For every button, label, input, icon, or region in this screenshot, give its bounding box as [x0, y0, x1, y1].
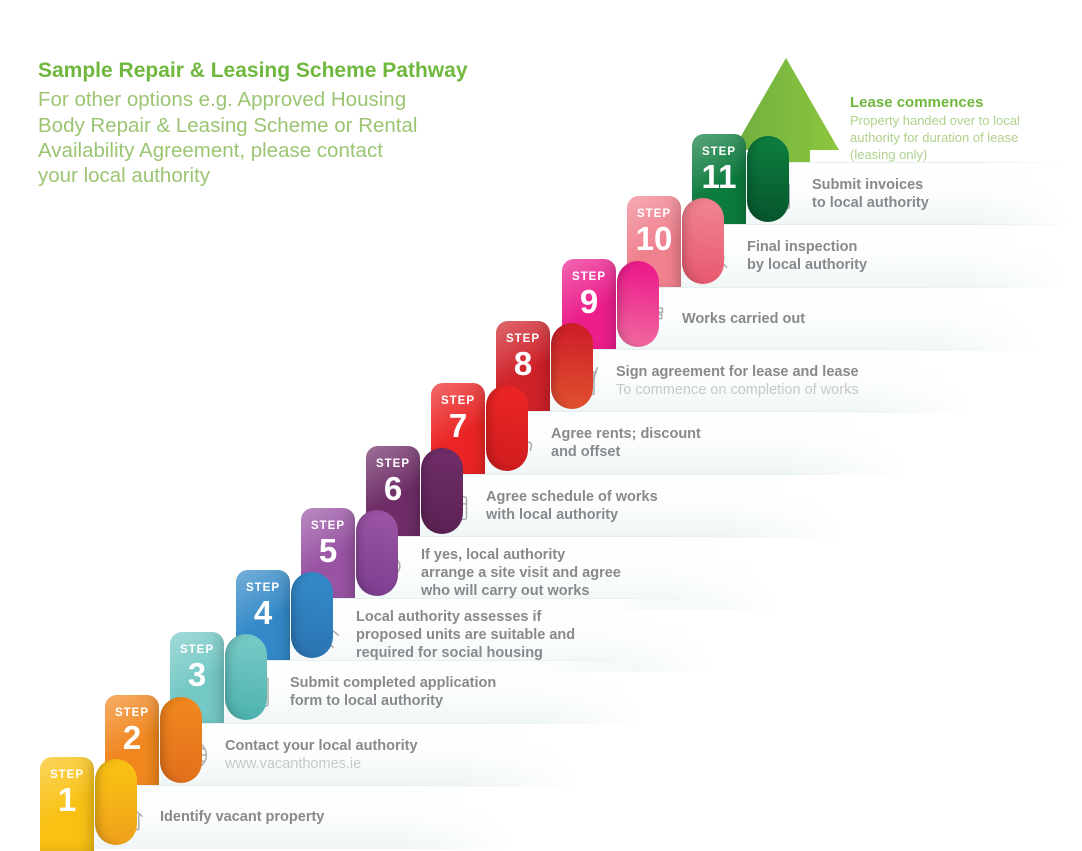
step-2-label: Contact your local authority — [225, 738, 418, 754]
step-2-ribbon-curl — [160, 697, 202, 783]
step-8-sublabel: To commence on completion of works — [616, 382, 859, 398]
step-4-label: required for social housing — [356, 645, 543, 661]
step-number: 8 — [513, 345, 533, 382]
step-word: STEP — [701, 146, 737, 158]
step-10-ribbon-curl — [682, 198, 724, 284]
step-number: 1 — [57, 781, 77, 818]
step-7-ribbon-curl — [486, 385, 528, 471]
step-word: STEP — [245, 582, 281, 594]
step-number: 10 — [635, 220, 673, 257]
outcome-note: Lease commences Property handed over to … — [850, 94, 1060, 164]
step-number: 7 — [448, 407, 468, 444]
header: Sample Repair & Leasing Scheme Pathway F… — [38, 58, 468, 189]
step-word: STEP — [310, 520, 346, 532]
step-6-bar: Agree schedule of works with local author… — [412, 474, 848, 538]
step-word: STEP — [440, 395, 476, 407]
step-word: STEP — [114, 707, 150, 719]
step-number: 2 — [122, 719, 142, 756]
step-3-label: form to local authority — [290, 693, 444, 709]
outcome-title: Lease commences — [850, 94, 984, 111]
step-7-label: and offset — [551, 444, 621, 460]
page-title: Sample Repair & Leasing Scheme Pathway — [38, 59, 468, 82]
step-text: If yes, local authority arrange a site vi… — [421, 546, 621, 600]
step-word: STEP — [636, 208, 672, 220]
step-5-ribbon-curl — [356, 510, 398, 596]
step-3-label: Submit completed application — [290, 675, 497, 691]
outcome-description: Property handed over to local authority … — [850, 113, 1020, 162]
step-6-ribbon-curl — [421, 448, 463, 534]
step-7-label: Agree rents; discount — [551, 426, 701, 442]
step-1-tab: STEP 1 — [40, 757, 94, 851]
step-4-ribbon-curl — [291, 572, 333, 658]
step-1-label: Identify vacant property — [160, 809, 325, 825]
step-11-label: Submit invoices — [812, 177, 924, 193]
step-1-ribbon-curl — [95, 759, 137, 845]
step-8-bar: Sign agreement for lease and lease To com… — [542, 349, 978, 413]
step-number: 11 — [701, 158, 737, 195]
step-number: 3 — [187, 656, 207, 693]
step-2-link[interactable]: www.vacanthomes.ie — [225, 756, 362, 772]
step-6-label: Agree schedule of works — [486, 489, 658, 505]
step-6-label: with local authority — [486, 507, 619, 523]
step-11-ribbon-curl — [747, 136, 789, 222]
step-text: Submit completed application form to loca… — [290, 674, 496, 710]
step-8-ribbon-curl — [551, 323, 593, 409]
step-4-label: proposed units are suitable and — [356, 627, 576, 643]
step-5-label: who will carry out works — [421, 583, 590, 599]
step-word: STEP — [179, 644, 215, 656]
step-10-label: by local authority — [747, 257, 868, 273]
step-11-label: to local authority — [812, 195, 929, 211]
step-text: Local authority assesses if proposed unit… — [356, 608, 575, 662]
step-3-ribbon-curl — [225, 634, 267, 720]
step-5-label: If yes, local authority — [421, 547, 566, 563]
step-10-bar: Final inspection by local authority — [673, 224, 1074, 288]
step-text: Contact your local authority www.vacantho… — [225, 737, 418, 773]
step-number: 6 — [383, 470, 403, 507]
step-1-bar: Identify vacant property — [86, 785, 522, 849]
step-text: Agree schedule of works with local author… — [486, 488, 658, 524]
step-4-label: Local authority assesses if — [356, 609, 542, 625]
step-text: Submit invoices to local authority — [812, 176, 929, 212]
step-text: Sign agreement for lease and lease To com… — [616, 363, 859, 399]
step-word: STEP — [49, 769, 85, 781]
step-2-bar: Contact your local authority www.vacantho… — [151, 723, 587, 787]
step-text: Identify vacant property — [160, 808, 324, 826]
step-number: 4 — [253, 594, 273, 631]
step-text: Works carried out — [682, 310, 805, 328]
step-5-bar: If yes, local authority arrange a site vi… — [347, 536, 783, 610]
step-number: 5 — [318, 532, 338, 569]
step-number: 9 — [579, 283, 599, 320]
step-9-bar: Works carried out — [608, 287, 1044, 351]
step-word: STEP — [571, 271, 607, 283]
step-10-label: Final inspection — [747, 239, 858, 255]
step-4-bar: Local authority assesses if proposed unit… — [282, 598, 718, 672]
page-subtitle: For other options e.g. Approved Housing … — [38, 88, 418, 188]
step-3-bar: Submit completed application form to loca… — [216, 660, 652, 724]
step-word: STEP — [375, 458, 411, 470]
step-5-label: arrange a site visit and agree — [421, 565, 621, 581]
step-word: STEP — [505, 333, 541, 345]
step-7-bar: Agree rents; discount and offset — [477, 411, 913, 475]
step-8-label: Sign agreement for lease and lease — [616, 364, 859, 380]
step-text: Final inspection by local authority — [747, 238, 867, 274]
step-text: Agree rents; discount and offset — [551, 425, 701, 461]
step-9-ribbon-curl — [617, 261, 659, 347]
step-9-label: Works carried out — [682, 311, 806, 327]
